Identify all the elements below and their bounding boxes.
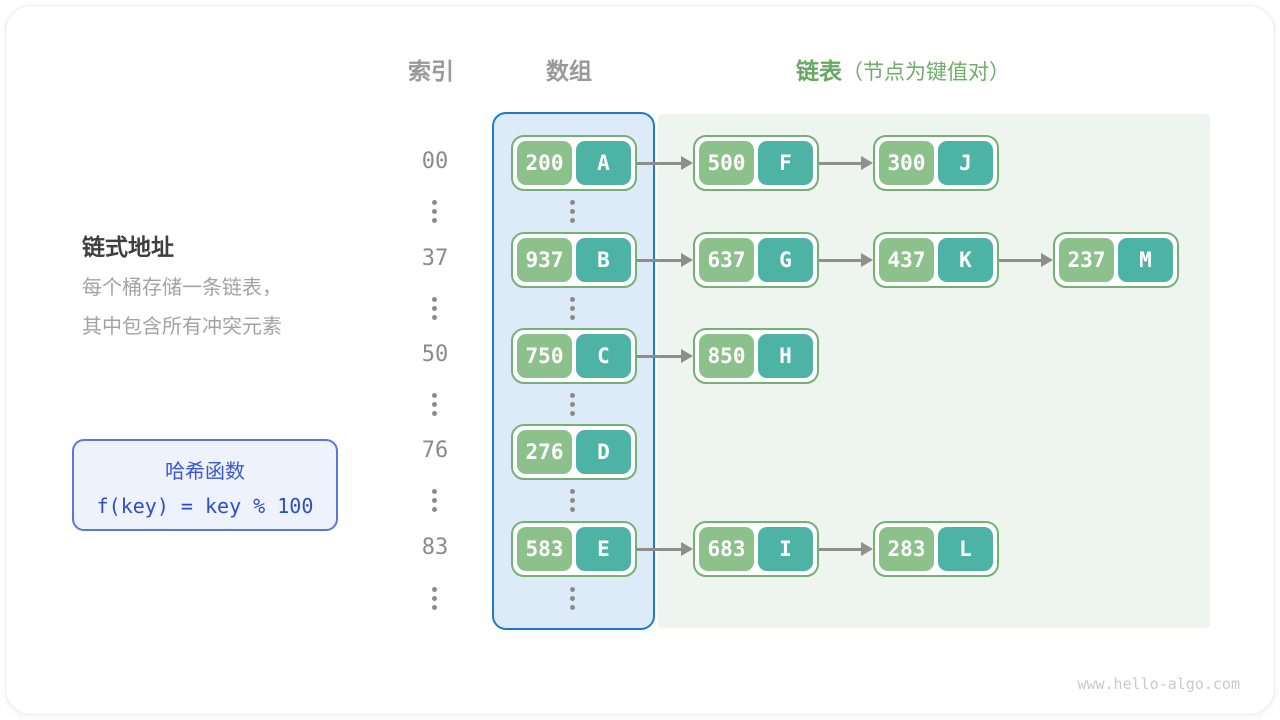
node-value-cell: I [758,527,813,571]
ellipsis-dots [432,200,437,223]
link-arrow [637,156,693,170]
node-value-cell: H [758,334,813,378]
header-linked-list-note: （节点为键值对） [842,60,1010,84]
link-arrow [999,253,1053,267]
arrow-line [819,258,864,262]
ellipsis-dots [570,200,575,223]
arrow-head [681,349,693,363]
node-key-cell: 683 [699,527,754,571]
arrow-head [861,253,873,267]
ellipsis-dots [432,489,437,512]
ellipsis-dots [570,587,575,610]
hash-function-box: 哈希函数 f(key) = key % 100 [72,439,338,531]
index-label: 76 [421,438,449,463]
node-value-cell: E [576,527,631,571]
node-value-cell: K [938,238,993,282]
arrow-head [861,542,873,556]
header-linked-list-label: 链表 [796,59,842,85]
hash-function-title: 哈希函数 [165,459,245,483]
node-key-cell: 276 [517,430,572,474]
node-key-cell: 237 [1059,238,1114,282]
arrow-line [637,161,684,165]
header-linked-list: 链表（节点为键值对） [796,52,1010,86]
arrow-head [861,156,873,170]
node-value-cell: J [938,141,993,185]
arrow-line [999,258,1044,262]
node-value-cell: B [576,238,631,282]
ellipsis-dots [570,297,575,320]
link-arrow [637,349,693,363]
node-value-cell: G [758,238,813,282]
node-value-cell: L [938,527,993,571]
link-arrow [637,542,693,556]
index-label: 37 [421,246,449,271]
arrow-line [819,161,864,165]
ellipsis-dots [570,489,575,512]
link-arrow [819,253,873,267]
node-key-cell: 437 [879,238,934,282]
link-arrow [819,156,873,170]
header-array: 数组 [546,59,592,85]
hash-function-formula: f(key) = key % 100 [96,494,314,518]
node-value-cell: M [1118,238,1173,282]
arrow-line [637,547,684,551]
node-key-cell: 300 [879,141,934,185]
ellipsis-dots [432,587,437,610]
arrow-head [681,156,693,170]
method-title: 链式地址 [82,235,174,261]
index-label: 83 [421,535,449,560]
node-key-cell: 500 [699,141,754,185]
node-key-cell: 750 [517,334,572,378]
node-value-cell: C [576,334,631,378]
ellipsis-dots [570,393,575,416]
node-key-cell: 937 [517,238,572,282]
node-value-cell: A [576,141,631,185]
arrow-head [1041,253,1053,267]
arrow-line [819,547,864,551]
method-description: 每个桶存储一条链表， 其中包含所有冲突元素 [82,275,282,338]
link-arrow [819,542,873,556]
arrow-line [637,258,684,262]
node-key-cell: 200 [517,141,572,185]
ellipsis-dots [432,393,437,416]
node-key-cell: 637 [699,238,754,282]
watermark: www.hello-algo.com [1077,675,1240,693]
node-value-cell: D [576,430,631,474]
ellipsis-dots [432,297,437,320]
index-label: 00 [421,149,449,174]
node-key-cell: 850 [699,334,754,378]
node-key-cell: 583 [517,527,572,571]
arrow-head [681,253,693,267]
link-arrow [637,253,693,267]
node-key-cell: 283 [879,527,934,571]
arrow-head [681,542,693,556]
arrow-line [637,354,684,358]
header-index: 索引 [408,59,454,85]
index-label: 50 [421,342,449,367]
node-value-cell: F [758,141,813,185]
